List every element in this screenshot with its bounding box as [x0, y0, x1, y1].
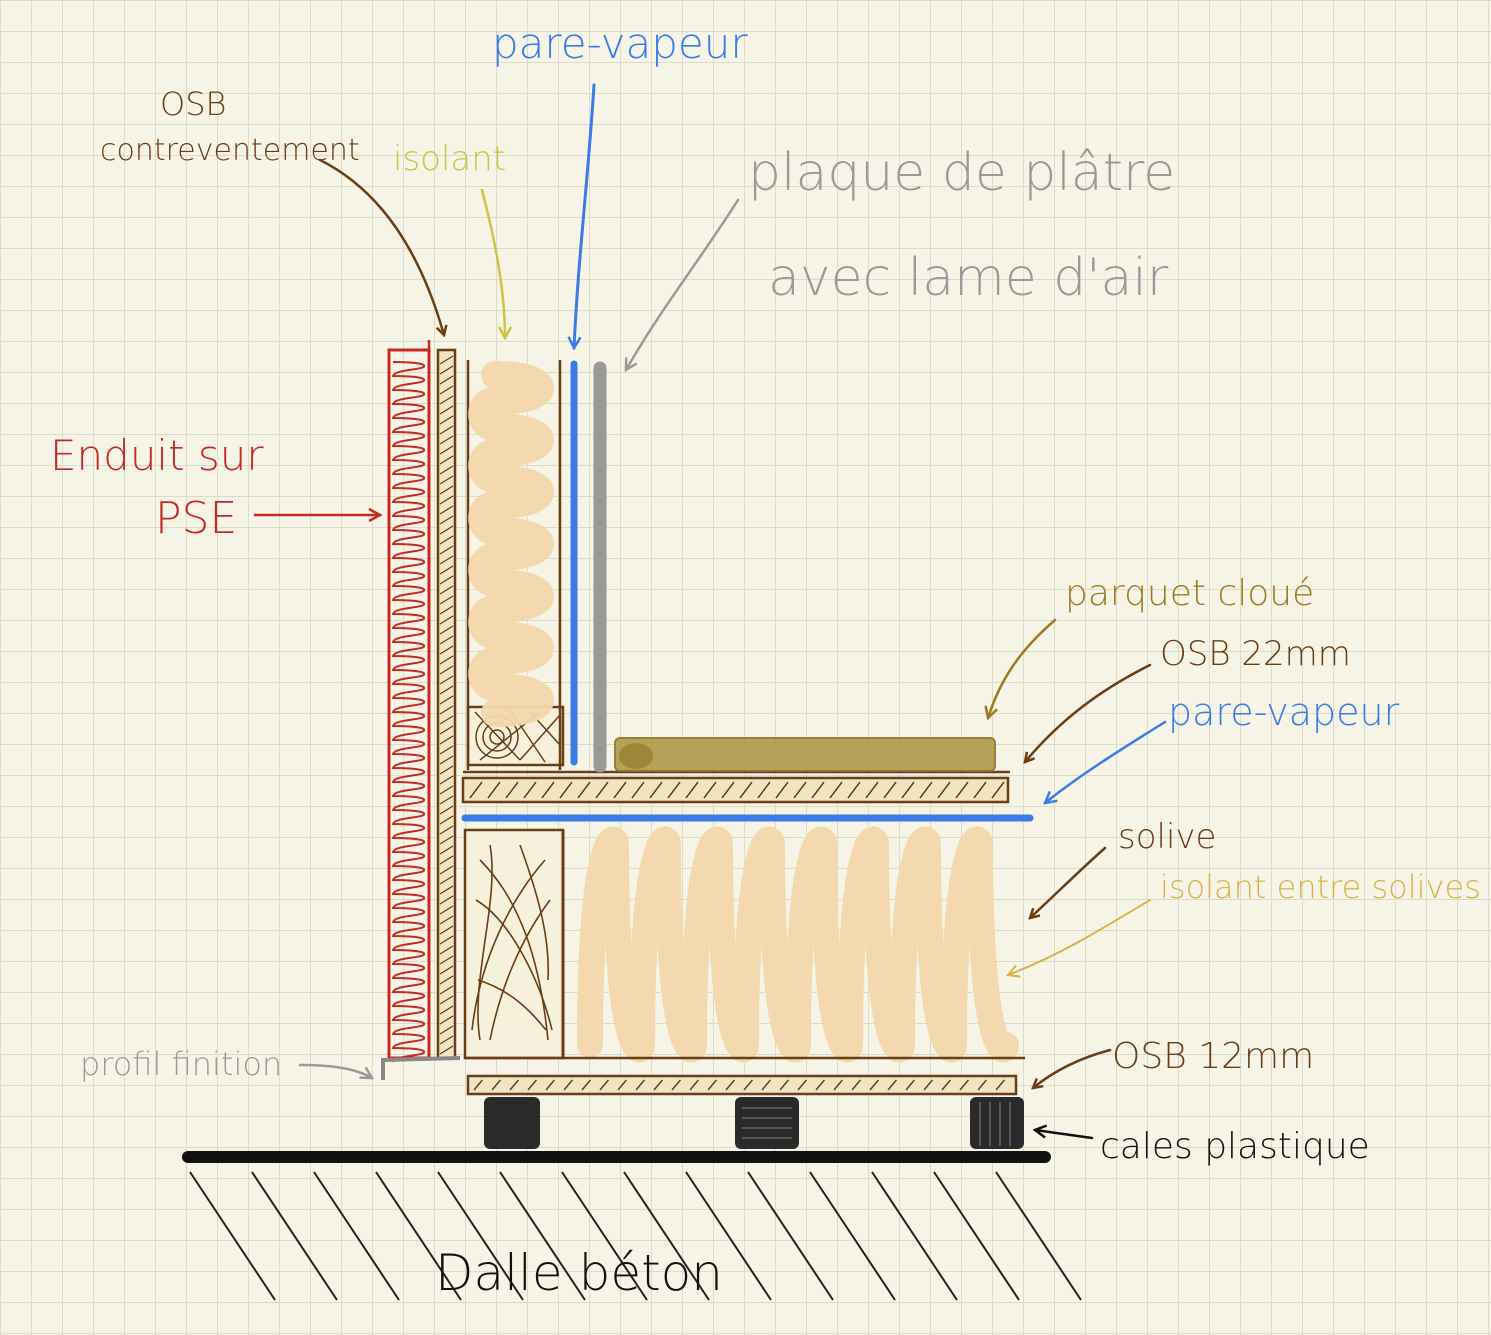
- plastic-shims: [484, 1097, 1024, 1149]
- label-finishing-profile: profil finition: [80, 1045, 282, 1083]
- nailed-parquet: [614, 737, 996, 772]
- label-wall-insulation: isolant: [393, 139, 506, 179]
- eps-render-layer: [387, 340, 431, 1063]
- osb-bracing-board: [436, 348, 457, 1060]
- label-plastic-shims: cales plastique: [1100, 1126, 1370, 1167]
- floor-insulation: [577, 826, 1019, 1063]
- label-plasterboard-line1: plaque de plâtre: [748, 143, 1175, 203]
- wall-insulation: [468, 361, 554, 727]
- labels: OSB contreventement isolant pare-vapeur …: [50, 19, 1481, 1302]
- label-plasterboard-line2: avec lame d'air: [768, 248, 1169, 308]
- label-osb-bracing-line2: contreventement: [100, 133, 360, 168]
- label-joist: solive: [1118, 817, 1216, 857]
- label-wall-vapor-barrier: pare-vapeur: [492, 19, 748, 68]
- label-render-line1: Enduit sur: [50, 431, 264, 480]
- label-osb-22mm: OSB 22mm: [1160, 634, 1351, 674]
- osb-22mm-panel: [461, 770, 1010, 804]
- label-osb-12mm: OSB 12mm: [1112, 1036, 1314, 1077]
- label-osb-bracing-line1: OSB: [160, 85, 226, 123]
- concrete-slab: [182, 1151, 1082, 1301]
- label-render-line2: PSE: [155, 493, 237, 544]
- label-joist-insulation: isolant entre solives: [1160, 868, 1481, 906]
- label-parquet: parquet cloué: [1065, 573, 1314, 614]
- floor-joist: [463, 828, 1025, 1060]
- label-concrete-slab: Dalle béton: [435, 1244, 723, 1302]
- annotation-arrows: [253, 83, 1167, 1140]
- finishing-profile: [381, 1056, 461, 1080]
- label-floor-vapor-barrier: pare-vapeur: [1168, 690, 1400, 734]
- osb-12mm-panel: [466, 1074, 1018, 1096]
